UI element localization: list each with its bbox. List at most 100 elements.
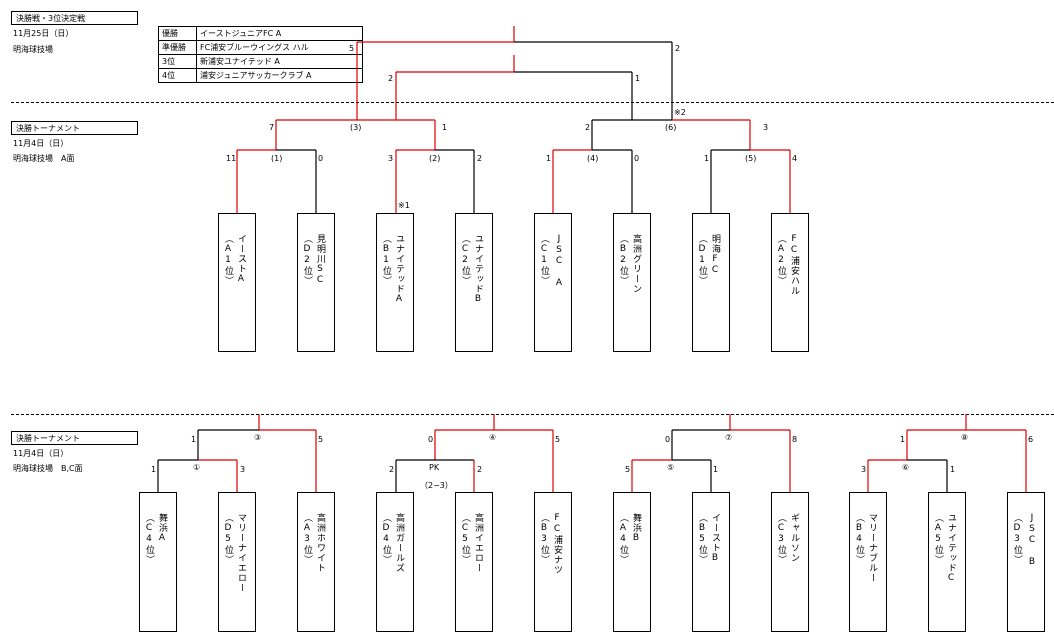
third-score-right: 1 (635, 74, 641, 83)
match-score-right: 5 (555, 435, 561, 444)
team-group: （A3位） (302, 513, 312, 565)
team-group: （D3位） (1012, 513, 1022, 565)
team-name: ユナイテッドA (394, 234, 404, 305)
section-a-title: 決勝トーナメント (11, 121, 138, 135)
match-score-left: 0 (665, 435, 671, 444)
match-number: (1) (271, 154, 283, 163)
divider-line (11, 102, 1054, 103)
section-a-date: 11月4日（日） (13, 139, 69, 148)
team-name: JSC A (554, 234, 564, 289)
team-box: マリーナイエロー（D5位） (218, 492, 256, 632)
team-group: （C4位） (144, 513, 154, 565)
pk-score: （2−3） (420, 481, 453, 490)
match-number: (5) (745, 154, 757, 163)
section-bc-date: 11月4日（日） (13, 449, 69, 458)
team-box: 舞浜B（A4位） (613, 492, 651, 632)
team-name: 舞浜B (631, 513, 641, 544)
match-score-left: 3 (861, 465, 867, 474)
match-score-left: 7 (269, 123, 275, 132)
match-score-left: 3 (388, 154, 394, 163)
match-score-left: 1 (900, 435, 906, 444)
team-box: FC浦安ナツ（B3位） (534, 492, 572, 632)
team-name: 高洲イエロー (473, 513, 483, 573)
match-score-right: 5 (318, 435, 324, 444)
team-name: ユナイテッドB (473, 234, 483, 305)
match-number: (2) (429, 154, 441, 163)
team-box: ギャルソン（C3位） (771, 492, 809, 632)
section-bc-venue: 明海球技場 B,C面 (13, 464, 83, 473)
team-name: 高洲ガールズ (394, 513, 404, 573)
team-box: ユナイテッドB（C2位） (455, 213, 493, 352)
final-venue: 明海球技場 (13, 45, 53, 54)
team-name: 舞浜A (157, 513, 167, 544)
match-score-left: 2 (389, 465, 395, 474)
team-box: 高洲イエロー（C5位） (455, 492, 493, 632)
match-score-right: 6 (1028, 435, 1034, 444)
team-box: 高洲ホワイト（A3位） (297, 492, 335, 632)
team-group: （C5位） (460, 513, 470, 565)
team-box: 見明川SC（D2位） (297, 213, 335, 352)
team-group: （D5位） (223, 513, 233, 565)
match-score-right: 1 (713, 465, 719, 474)
match-number: ⑤ (667, 463, 675, 472)
match-number: ③ (254, 433, 262, 442)
team-box: マリーナブルー（B4位） (849, 492, 887, 632)
final-section-title: 決勝戦・3位決定戦 (11, 11, 138, 25)
team-name: 見明川SC (315, 234, 325, 286)
team-name: イーストA (236, 234, 246, 285)
team-box: ユナイテッドC（A5位） (928, 492, 966, 632)
team-box: ユナイテッドA（B1位） (376, 213, 414, 352)
team-group: （B4位） (854, 513, 864, 565)
third-score-left: 2 (388, 74, 394, 83)
match-score-right: 4 (792, 154, 798, 163)
team-name: 高洲ホワイト (315, 513, 325, 573)
team-group: （A5位） (933, 513, 943, 565)
team-group: （C3位） (776, 513, 786, 565)
match-number: (4) (587, 154, 599, 163)
team-name: 明海FC (710, 234, 720, 276)
section-bc-title: 決勝トーナメント (11, 431, 138, 445)
final-date: 11月25日（日） (13, 29, 74, 38)
match-score-left: 1 (546, 154, 552, 163)
match-score-right: 0 (318, 154, 324, 163)
team-box: イーストB（B5位） (692, 492, 730, 632)
team-group: （A4位） (618, 513, 628, 565)
match-score-left: 5 (625, 465, 631, 474)
team-name: マリーナイエロー (236, 513, 246, 593)
match-number: PK (429, 463, 440, 472)
team-box: JSC B （D3位） (1007, 492, 1045, 632)
team-group: （A2位） (776, 234, 786, 286)
team-box: イーストA（A1位） (218, 213, 256, 352)
match-score-right: 8 (792, 435, 798, 444)
team-name: ギャルソン (789, 513, 799, 563)
match-score-left: 1 (151, 465, 157, 474)
match-score-right: 1 (950, 465, 956, 474)
team-group: （C1位） (539, 234, 549, 286)
team-name: ユナイテッドC (946, 513, 956, 584)
match-score-left: 0 (428, 435, 434, 444)
team-name: FC浦安ハル (789, 234, 799, 296)
match-score-right: 0 (634, 154, 640, 163)
final-score-right: 2 (675, 44, 681, 53)
divider-line (11, 414, 1054, 415)
team-box: 高洲グリーン（B2位） (613, 213, 651, 352)
team-box: 舞浜A（C4位） (139, 492, 177, 632)
team-group: （A1位） (223, 234, 233, 286)
team-group: （D4位） (381, 513, 391, 565)
ranking-row: 優勝イーストジュニアFC A (158, 26, 363, 41)
match-score-right: 3 (763, 123, 769, 132)
note-mark: ※2 (674, 108, 686, 117)
final-score-left: 5 (349, 44, 355, 53)
team-group: （B1位） (381, 234, 391, 286)
team-group: （D1位） (697, 234, 707, 286)
team-name: FC浦安ナツ (552, 513, 562, 575)
team-name: イーストB (710, 513, 720, 564)
match-number: ⑦ (725, 433, 733, 442)
team-group: （B2位） (618, 234, 628, 286)
team-name: JSC B (1027, 513, 1037, 568)
match-score-left: 1 (704, 154, 710, 163)
match-number: ④ (489, 433, 497, 442)
